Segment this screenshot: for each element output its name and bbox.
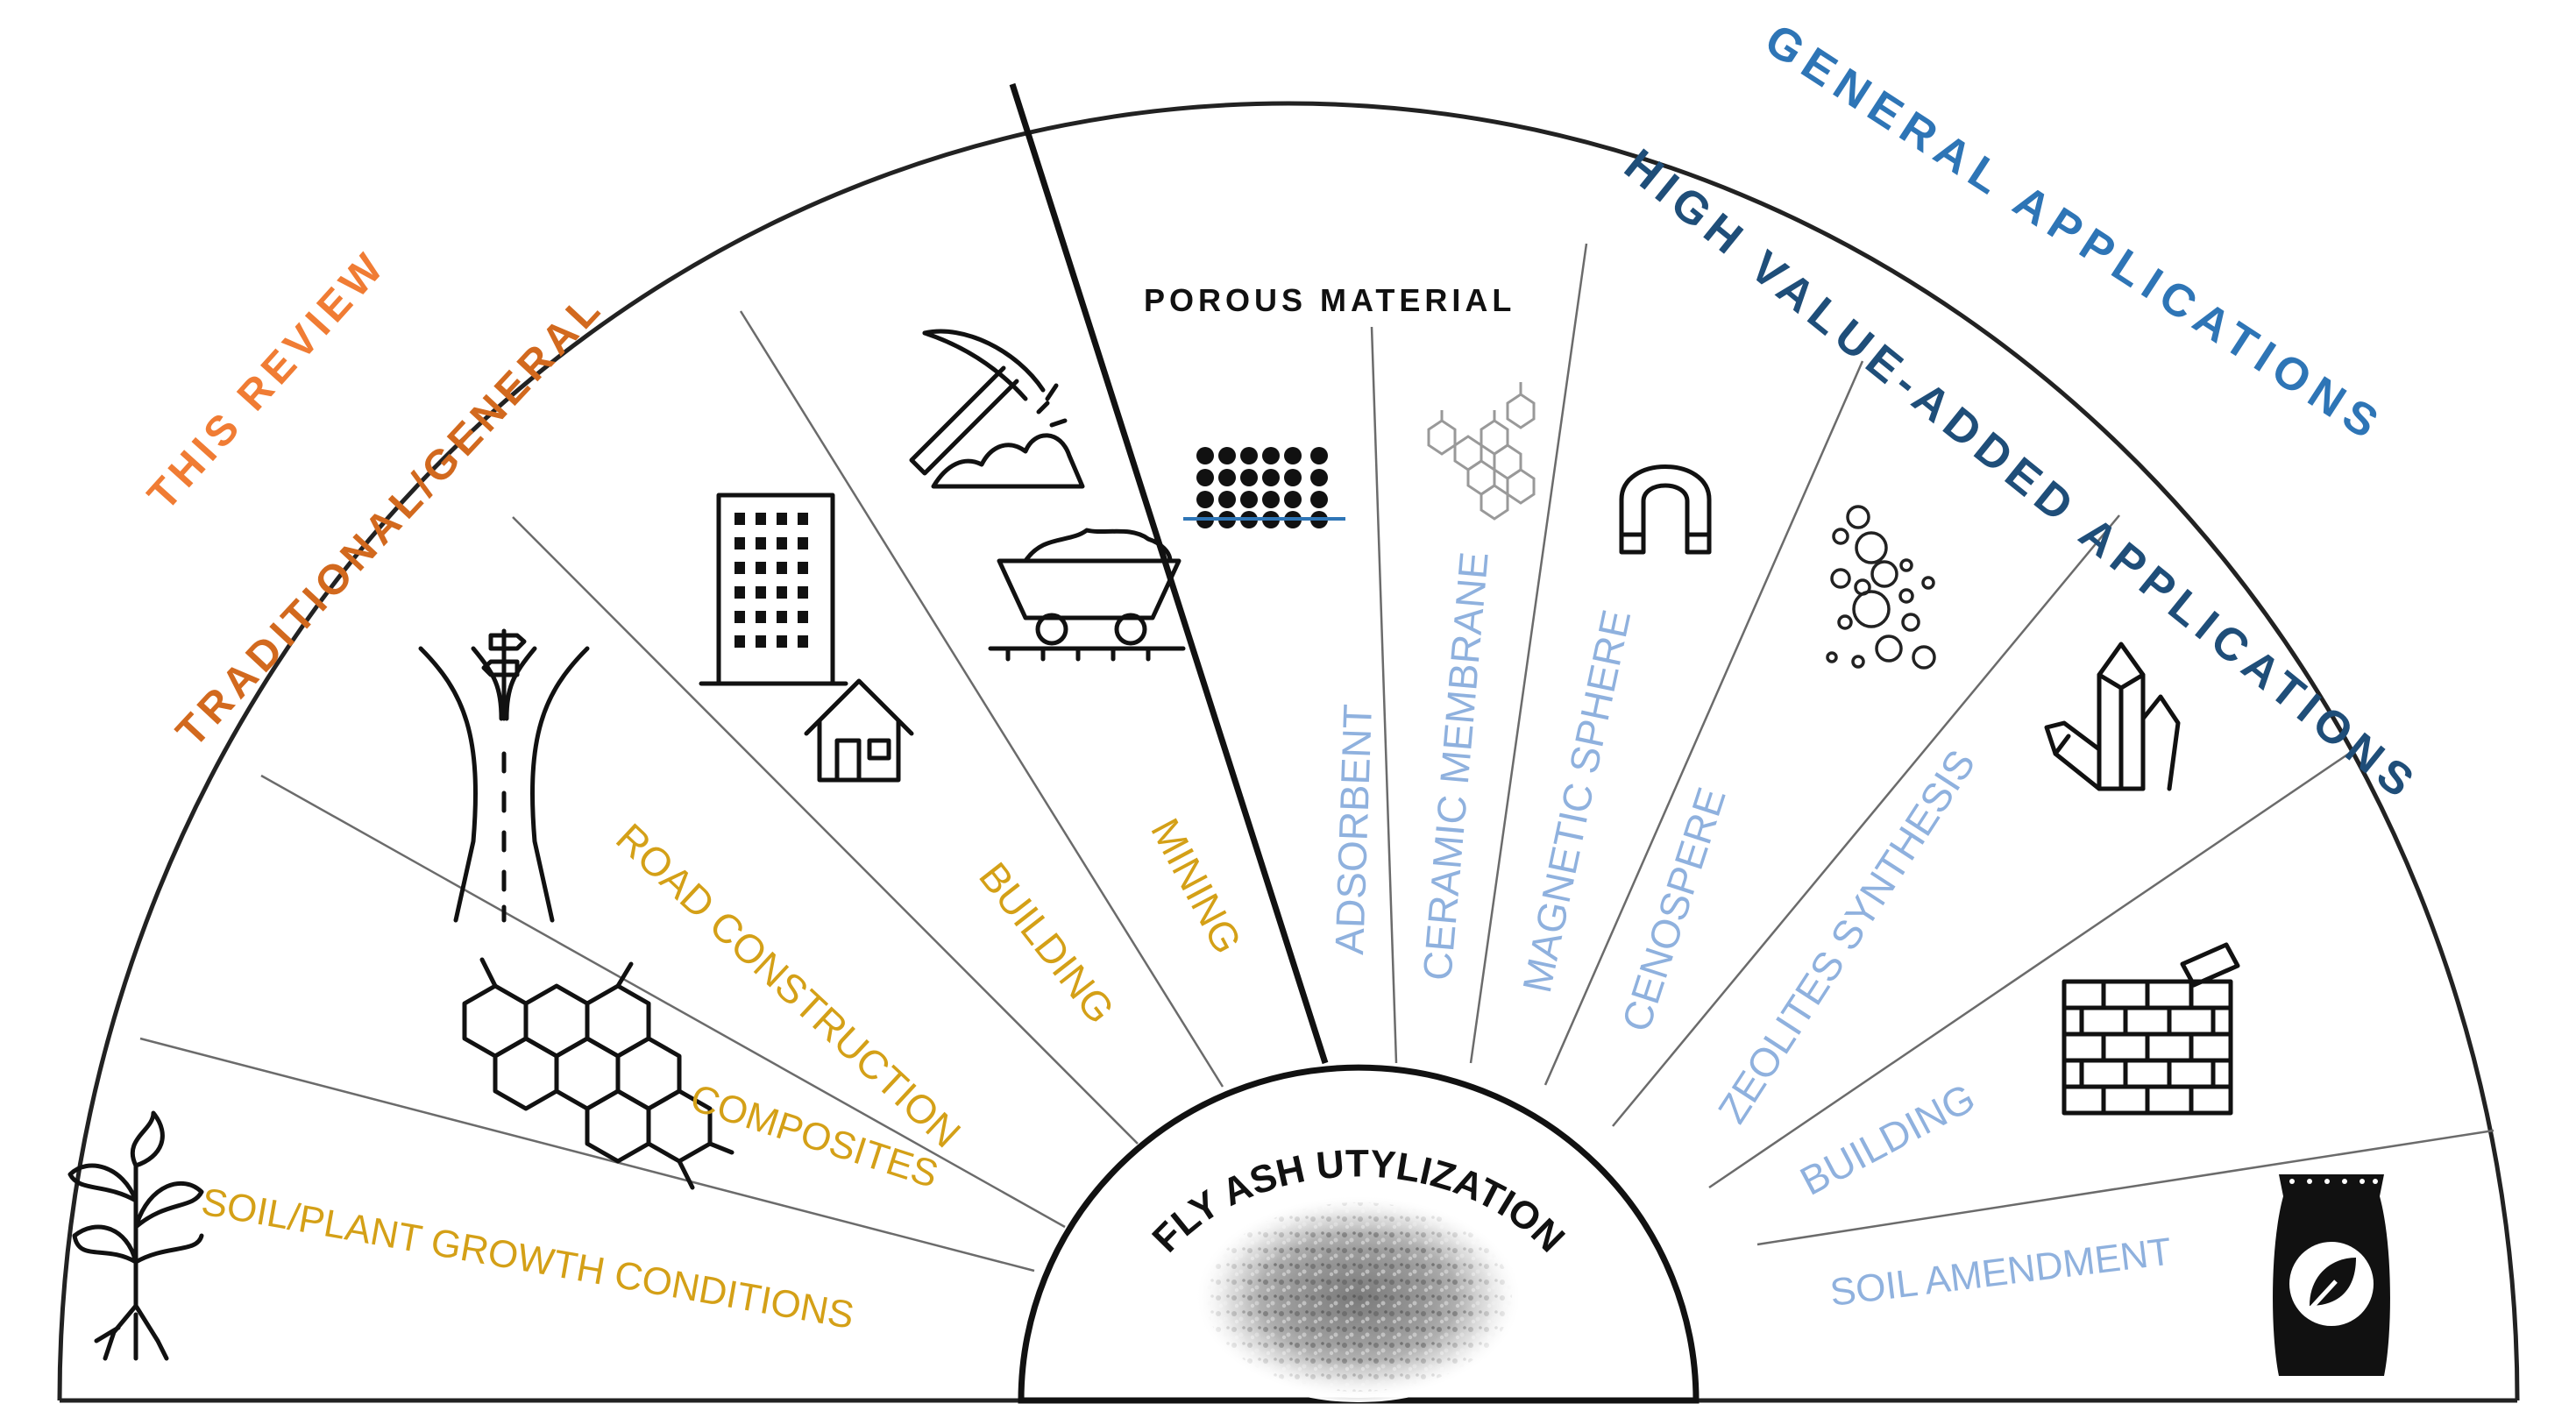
brick-wall-icon — [2062, 942, 2240, 1116]
label-soil-amendment: SOIL AMENDMENT — [1827, 1230, 2174, 1315]
divider-line — [1370, 326, 1398, 1064]
bubbles-icon — [1826, 505, 1936, 670]
divider-line — [260, 774, 1066, 1229]
divider-line — [512, 516, 1139, 1145]
label-zeolites-synthesis: ZEOLITES SYNTHESIS — [1709, 741, 1984, 1131]
label-adsorbent: ADSORBENT — [1326, 703, 1380, 955]
label-building-high-value: BUILDING — [1792, 1074, 1982, 1204]
molecular-cluster-icon — [1427, 382, 1536, 521]
divider-line — [1756, 1129, 2494, 1246]
sector-dividers — [139, 243, 2494, 1273]
plant-sprout-icon — [67, 1110, 204, 1361]
label-ceramic-membrane: CERAMIC MEMBRANE — [1414, 549, 1497, 982]
center-hub — [1018, 1064, 1700, 1404]
divider-line — [1469, 243, 1588, 1064]
crystal-icon — [2044, 642, 2181, 791]
pickaxe-minecart-icon — [909, 329, 1186, 662]
building-house-icon — [699, 493, 914, 783]
magnet-icon — [1619, 464, 1712, 555]
divider-line — [1708, 746, 2359, 1189]
label-magnetic-sphere: MAGNETIC SPHERE — [1514, 606, 1639, 996]
hexagon-lattice-icon — [462, 957, 734, 1190]
label-soil-plant-growth: SOIL/PLANT GROWTH CONDITIONS — [198, 1180, 857, 1337]
label-cenospere: CENOSPERE — [1613, 782, 1735, 1037]
fertilizer-bag-icon — [2273, 1174, 2390, 1376]
divider-line — [739, 310, 1224, 1088]
header-high-value-added: HIGH VALUE-ADDED APPLICATIONS — [1614, 139, 2428, 812]
porous-dots-icon — [1183, 447, 1345, 528]
category-separator — [1009, 82, 1329, 1065]
label-mining: MINING — [1142, 811, 1251, 961]
label-building-traditional: BUILDING — [970, 854, 1124, 1032]
header-traditional-general: TRADITIONAL/GENERAL — [167, 284, 613, 756]
outer-arc — [57, 101, 2520, 1401]
divider-line — [1612, 514, 2120, 1127]
header-porous-material: POROUS MATERIAL — [1144, 282, 1515, 318]
divider-line — [1543, 360, 1864, 1086]
divider-line — [139, 1037, 1035, 1273]
header-this-review: THIS REVIEW — [139, 242, 395, 519]
road-icon — [418, 628, 590, 923]
